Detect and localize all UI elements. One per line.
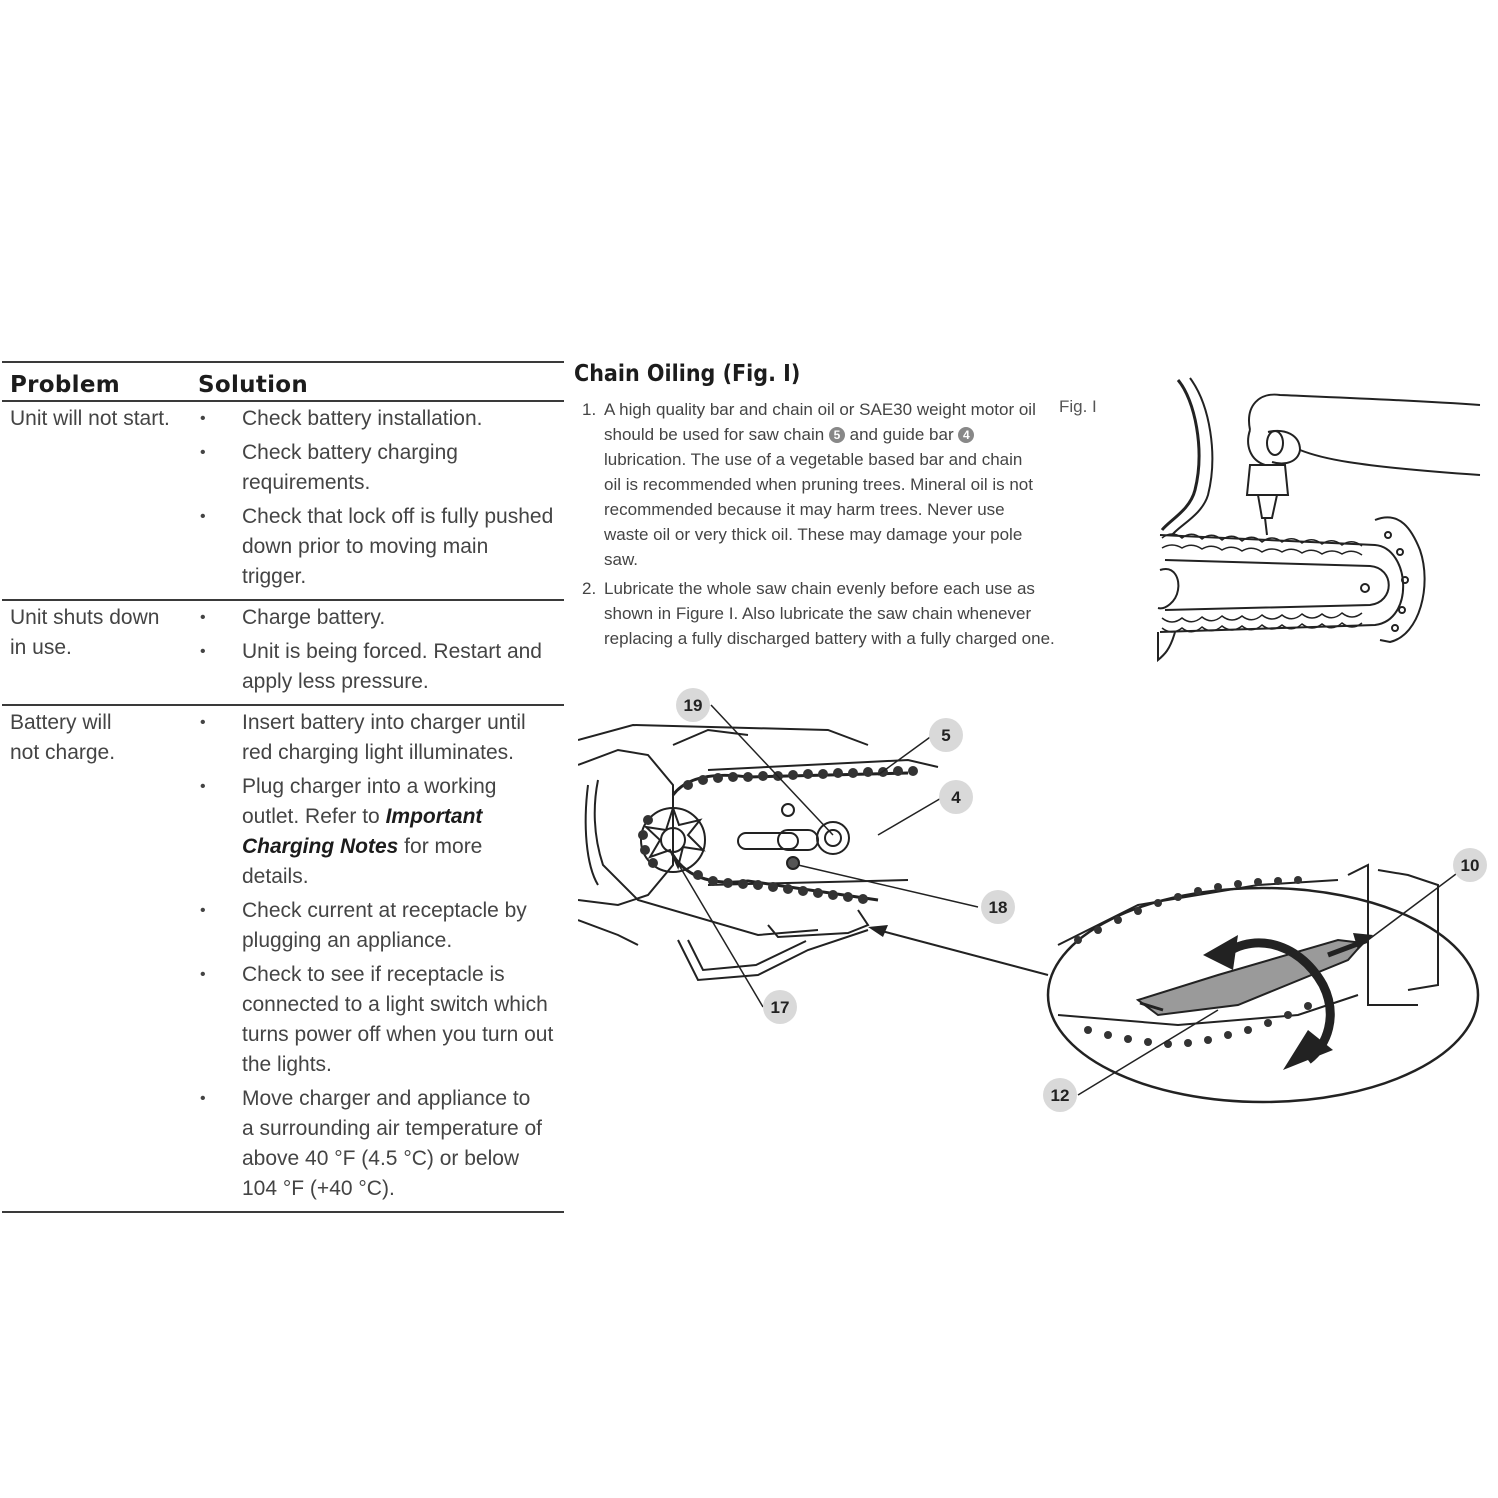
solution-item: •Check battery installation. xyxy=(200,407,483,430)
callout-17: 17 xyxy=(763,990,797,1024)
oiling-illustration xyxy=(1157,377,1481,663)
table-row: Battery will not charge. •Insert battery… xyxy=(2,706,564,1213)
callout-12: 12 xyxy=(1043,1078,1077,1112)
svg-text:17: 17 xyxy=(771,998,790,1017)
solution-cell: •Insert battery into charger until red c… xyxy=(200,708,564,1208)
table-row: Unit shuts down in use. •Charge battery.… xyxy=(2,601,564,706)
callout-4: 4 xyxy=(939,780,973,814)
callout-18: 18 xyxy=(981,890,1015,924)
solution-cell: •Check battery installation. •Check batt… xyxy=(200,404,564,596)
solution-item: •Check to see if receptacle is connected… xyxy=(200,963,554,1076)
callout-19: 19 xyxy=(676,688,710,722)
svg-text:4: 4 xyxy=(951,788,961,807)
solution-item: •Check battery charging requirements. xyxy=(200,441,458,494)
problem-cell: Unit shuts down in use. xyxy=(10,606,160,659)
table-header: Problem Solution xyxy=(2,363,564,402)
part-ref-badge: 4 xyxy=(958,427,975,443)
svg-text:10: 10 xyxy=(1461,856,1480,875)
solution-item: •Charge battery. xyxy=(200,606,386,629)
solution-item: •Unit is being forced. Restart and apply… xyxy=(200,640,542,693)
svg-text:12: 12 xyxy=(1051,1086,1070,1105)
instruction-item: 2. Lubricate the whole saw chain evenly … xyxy=(582,579,1055,648)
chain-oiling-instructions: 1. A high quality bar and chain oil or S… xyxy=(582,397,1062,655)
svg-text:18: 18 xyxy=(989,898,1008,917)
instruction-item: 1. A high quality bar and chain oil or S… xyxy=(582,400,1036,569)
svg-text:5: 5 xyxy=(941,726,950,745)
troubleshooting-table: Problem Solution Unit will not start. •C… xyxy=(2,361,564,1213)
figure-label: Fig. I xyxy=(1059,397,1097,416)
solution-item: •Move charger and appliance to a surroun… xyxy=(200,1087,542,1200)
solution-item: •Insert battery into charger until red c… xyxy=(200,711,526,764)
solution-cell: •Charge battery. •Unit is being forced. … xyxy=(200,603,564,701)
section-title: Chain Oiling (Fig. I) xyxy=(574,361,801,387)
solution-item: •Check current at receptacle by plugging… xyxy=(200,899,527,952)
table-row: Unit will not start. •Check battery inst… xyxy=(2,402,564,601)
solution-item: •Check that lock off is fully pushed dow… xyxy=(200,505,554,588)
svg-text:19: 19 xyxy=(684,696,703,715)
part-ref-badge: 5 xyxy=(828,427,845,443)
callout-badges: 19 5 4 18 17 10 12 xyxy=(676,688,1487,1112)
problem-cell: Unit will not start. xyxy=(10,407,170,430)
callout-5: 5 xyxy=(929,718,963,752)
important-charging-notes-ref: Important Charging Notes xyxy=(242,805,483,858)
header-problem: Problem xyxy=(10,372,121,398)
solution-item: •Plug charger into a working outlet. Ref… xyxy=(200,775,497,888)
callout-10: 10 xyxy=(1453,848,1487,882)
bar-chain-diagram: 19 5 4 18 17 10 12 xyxy=(578,688,1487,1112)
header-solution: Solution xyxy=(198,372,309,398)
problem-cell: Battery will not charge. xyxy=(10,711,116,764)
